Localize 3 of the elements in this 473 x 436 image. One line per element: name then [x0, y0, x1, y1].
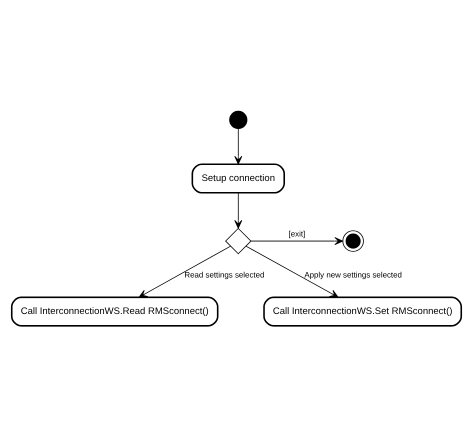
edge-label: [exit] [288, 228, 306, 238]
edge-label: Read settings selected [184, 270, 264, 280]
edge-label: Apply new settings selected [304, 270, 402, 280]
